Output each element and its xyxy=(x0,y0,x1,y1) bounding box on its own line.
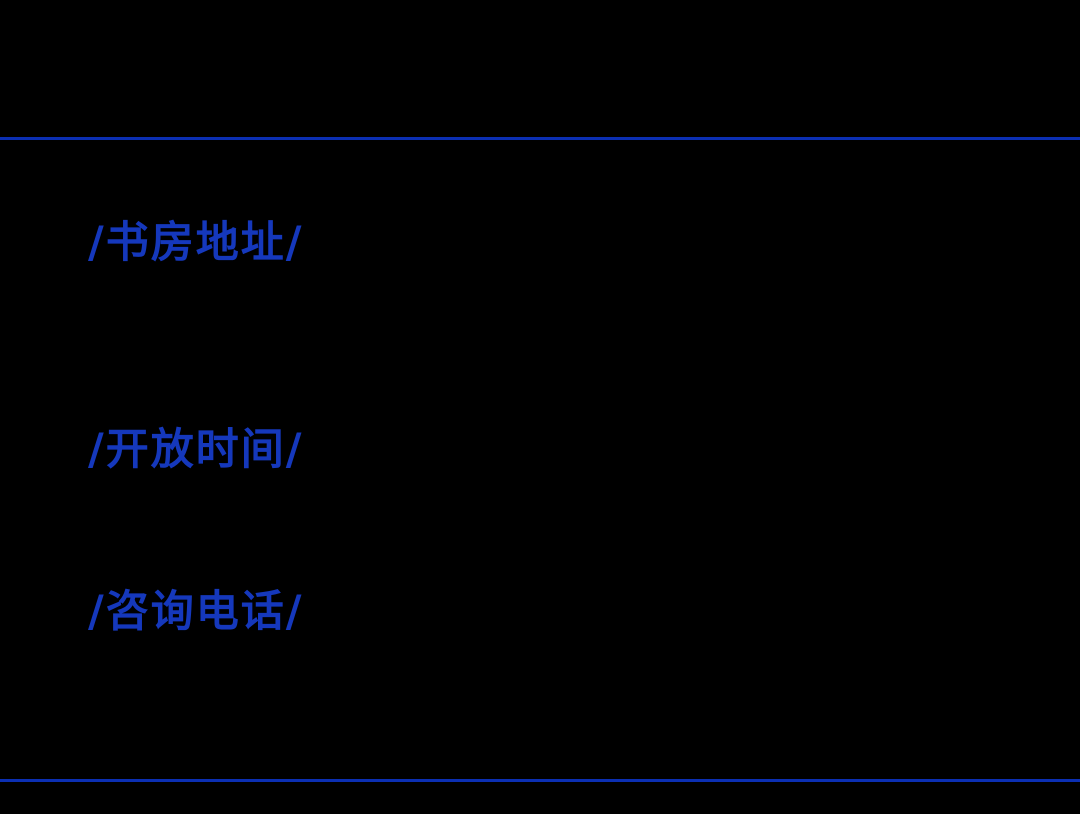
bottom-divider-line xyxy=(0,779,1080,782)
address-section-heading: /书房地址/ xyxy=(88,218,304,268)
hours-section-heading: /开放时间/ xyxy=(88,425,304,475)
phone-section-heading: /咨询电话/ xyxy=(88,587,304,637)
top-divider-line xyxy=(0,137,1080,140)
